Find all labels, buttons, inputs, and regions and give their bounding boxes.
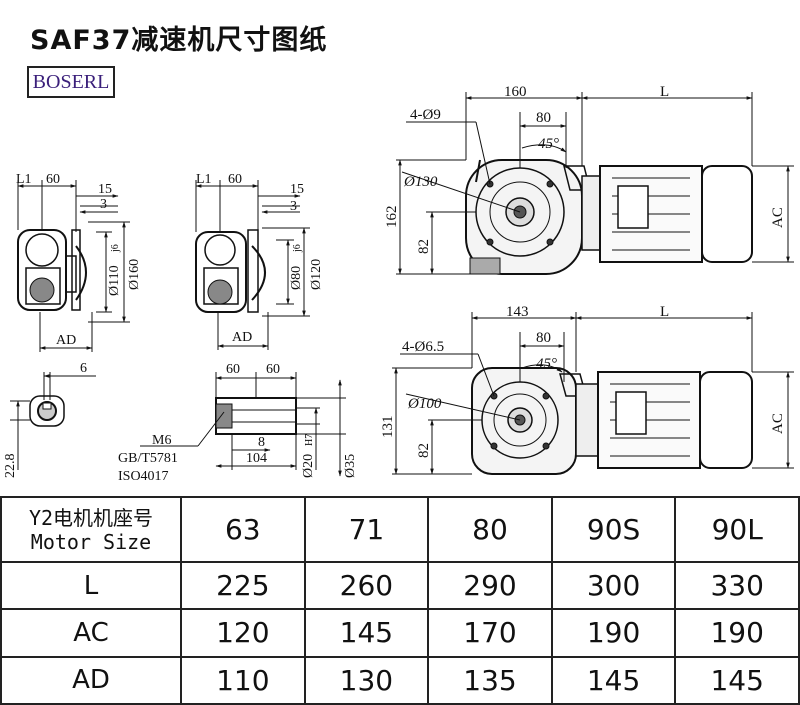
key-view [10,372,96,470]
sv-35: Ø35 [343,454,358,478]
page-title: SAF37减速机尺寸图纸 [30,25,328,56]
sv-m6: M6 [152,433,171,448]
left-view-1-labels: L1 60 15 3 Ø110 j6 Ø160 AD [16,172,142,348]
top-view-labels: 160 L 4-Ø9 80 45° Ø130 162 82 AC [384,84,786,254]
lv2-120: Ø120 [309,259,324,290]
brand-logo: BOSERL [27,66,115,98]
tv-130: Ø130 [403,174,438,190]
lv1-ad: AD [56,333,76,348]
left-view-2 [195,180,310,350]
tv-holes: 4-Ø9 [410,107,441,123]
header-label-en: Motor Size [30,529,152,554]
table-cell: 145 [550,655,677,705]
row-label: L [0,560,182,611]
header-label-cn: Y2电机机座号 [28,505,154,530]
top-view [396,92,794,275]
bottom-view [392,312,794,475]
sv-8: 8 [258,435,265,450]
left-view-1 [17,180,130,352]
lv2-80: Ø80 [289,266,304,290]
header-size: 63 [180,496,306,563]
table-cell: 170 [427,608,553,658]
tv-angle: 45° [538,136,559,152]
lv2-l1: L1 [196,172,212,187]
sv-20: Ø20 [301,454,316,478]
table-cell: 290 [427,560,553,611]
tv-82: 82 [416,239,432,254]
lv2-fit80: j6 [292,244,303,253]
lv1-60: 60 [46,172,60,187]
bv-l: L [660,304,669,320]
tv-l: L [660,84,669,100]
table-cell: 225 [180,560,306,611]
lv2-15: 15 [290,182,304,197]
table-cell: 120 [180,608,306,658]
shaft-view [140,372,346,477]
tv-80: 80 [536,110,551,126]
table-row: L 225 260 290 300 330 [0,560,800,611]
sv-60a: 60 [226,362,240,377]
table-cell: 145 [674,655,800,705]
bv-holes: 4-Ø6.5 [402,339,444,355]
header-size: 80 [427,496,553,563]
shaft-view-labels: 60 60 M6 GB/T5781 ISO4017 8 104 Ø20 H7 Ø… [118,362,358,484]
motor-size-table: Y2电机机座号 Motor Size 63 71 80 90S 90L L 22… [0,496,800,705]
left-view-2-labels: L1 60 15 3 Ø80 j6 Ø120 AD [196,172,324,345]
bv-100: Ø100 [407,396,442,412]
row-label: AC [0,608,182,658]
sv-gb: GB/T5781 [118,451,178,466]
lv1-110: Ø110 [107,265,122,296]
sv-104: 104 [246,451,267,466]
key-view-labels: 6 22.8 [3,361,87,478]
table-cell: 260 [303,560,430,611]
dimension-drawing: L1 60 15 3 Ø110 j6 Ø160 AD L1 60 1 [3,84,794,484]
bv-ac: AC [770,413,786,434]
table-cell: 330 [674,560,800,611]
tv-160: 160 [504,84,527,100]
lv2-3: 3 [290,199,297,214]
bv-angle: 45° [536,356,557,372]
tv-ac: AC [770,207,786,228]
lv1-l1: L1 [16,172,32,187]
bv-82: 82 [416,443,432,458]
bv-143: 143 [506,304,529,320]
header-size: 90S [550,496,677,563]
sv-fit20: H7 [304,434,315,446]
sv-60b: 60 [266,362,280,377]
header-size: 90L [674,496,800,563]
lv2-ad: AD [232,330,252,345]
kv-22-8: 22.8 [3,454,18,479]
bv-131: 131 [380,416,396,439]
lv1-15: 15 [98,182,112,197]
table-cell: 190 [674,608,800,658]
table-cell: 190 [550,608,677,658]
row-label: AD [0,655,182,705]
bv-80: 80 [536,330,551,346]
table-cell: 110 [180,655,306,705]
lv2-60: 60 [228,172,242,187]
lv1-160: Ø160 [127,259,142,290]
bottom-view-labels: 143 L 4-Ø6.5 80 45° Ø100 131 82 AC [380,304,786,458]
housing-outline-2 [195,231,247,313]
sv-iso: ISO4017 [118,469,169,484]
table-header-row: Y2电机机座号 Motor Size 63 71 80 90S 90L [0,496,800,563]
table-cell: 130 [303,655,430,705]
header-label: Y2电机机座号 Motor Size [0,496,182,563]
table-cell: 300 [550,560,677,611]
kv-6: 6 [80,361,87,376]
lv1-fit110: j6 [110,244,121,253]
table-cell: 145 [303,608,430,658]
tv-162: 162 [384,206,400,229]
lv1-3: 3 [100,197,107,212]
header-size: 71 [303,496,430,563]
table-row: AD 110 130 135 145 145 [0,655,800,705]
table-cell: 135 [427,655,553,705]
table-row: AC 120 145 170 190 190 [0,608,800,658]
